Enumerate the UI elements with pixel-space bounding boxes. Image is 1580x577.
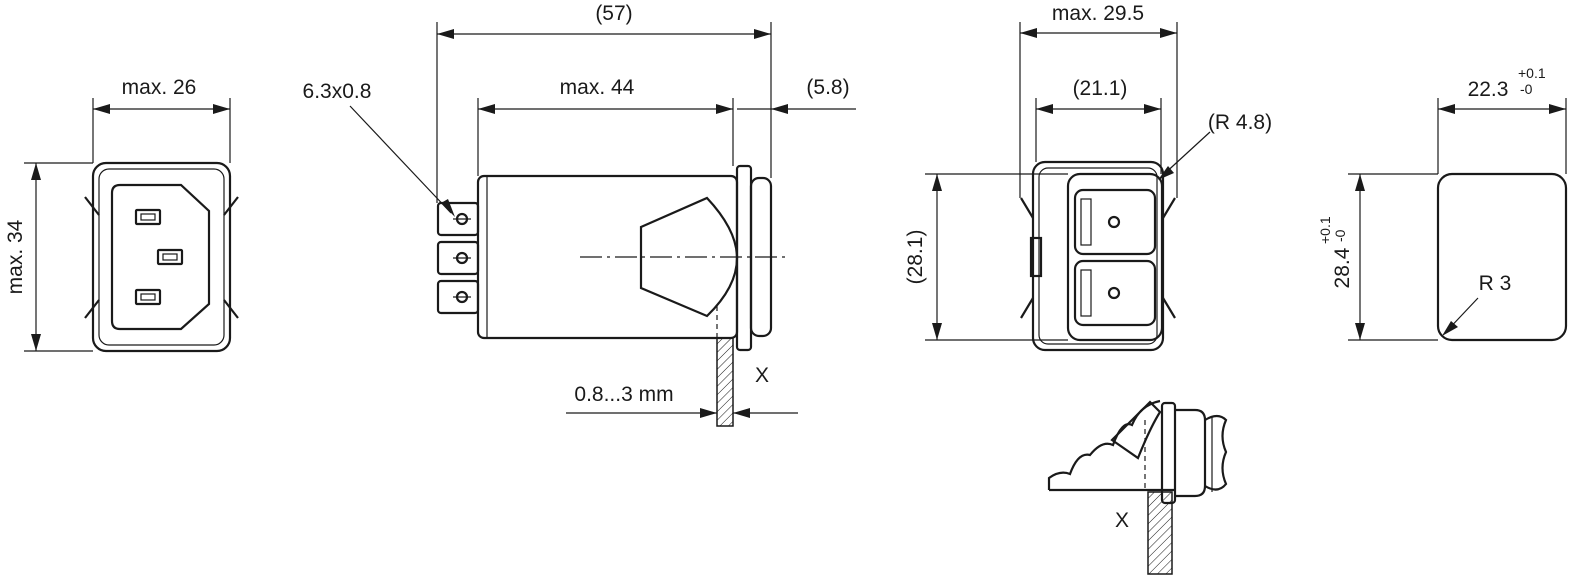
side-terminal-leader-arrow: [441, 199, 455, 217]
detail-x-view: X: [1047, 399, 1228, 575]
rear-view: max. 29.5 (21.1) (R 4.8) (28.1): [904, 2, 1272, 352]
front-height-arrow-top: [31, 163, 41, 180]
rear-inner-rim: [1038, 167, 1158, 345]
front-pin-bottom: [134, 288, 162, 306]
side-terminal-label: 6.3x0.8: [303, 80, 372, 103]
rear-side-tab: [1029, 236, 1043, 278]
front-height-label: max. 34: [4, 219, 27, 294]
cutout-width-arrow-left: [1438, 104, 1455, 114]
rear-height-label: (28.1): [904, 230, 927, 285]
side-snap-latch: [639, 196, 739, 318]
side-length-label: (57): [595, 2, 632, 25]
rear-fuse-lower-hole: [1107, 286, 1121, 300]
cutout-outline: [1436, 172, 1568, 342]
side-thickness-arrow-left: [700, 408, 717, 418]
side-thickness-label: 0.8...3 mm: [574, 383, 673, 406]
rear-width-arrow-left: [1020, 28, 1037, 38]
cutout-radius-arrow: [1442, 321, 1458, 336]
side-flange: [735, 164, 753, 352]
side-terminal-leader: [349, 105, 452, 214]
cutout-height-arrow-bottom: [1355, 323, 1365, 340]
cutout-width-tol-plus: +0.1: [1518, 65, 1546, 81]
rear-width-label: max. 29.5: [1052, 2, 1144, 25]
side-detail-ref-label: X: [755, 364, 769, 387]
side-thickness-arrow-right: [733, 408, 750, 418]
front-snap-clip-left: [84, 196, 100, 319]
cutout-width-tol-minus: -0: [1520, 81, 1533, 97]
side-body-length-label: max. 44: [560, 76, 635, 99]
rear-radius-label: (R 4.8): [1208, 111, 1272, 134]
front-width-arrow-left: [93, 104, 110, 114]
detail-collar-break: [1204, 414, 1228, 491]
rear-fuse-lower-slot: [1080, 269, 1092, 317]
cutout-height-arrow-top: [1355, 174, 1365, 191]
detail-x-label: X: [1115, 509, 1129, 532]
front-snap-clip-right: [223, 196, 239, 319]
front-width-arrow-right: [213, 104, 230, 114]
side-flange-arrow: [771, 104, 788, 114]
front-pin-top-inner: [140, 213, 156, 221]
front-height-arrow-bottom: [31, 334, 41, 351]
front-pin-top: [134, 208, 162, 226]
rear-fuse-drawer: [1066, 172, 1164, 342]
rear-inner-width-label: (21.1): [1073, 77, 1128, 100]
side-length-arrow-left: [437, 29, 454, 39]
detail-latch: [1110, 400, 1162, 460]
rear-width-arrow-right: [1160, 28, 1177, 38]
front-view: max. 26 max. 34: [4, 76, 239, 353]
rear-fuse-upper-slot: [1080, 198, 1092, 246]
detail-housing-break: [1047, 399, 1161, 490]
cutout-height-value: 28.4: [1331, 247, 1354, 288]
front-pin-bottom-inner: [140, 293, 156, 301]
detail-flange: [1160, 401, 1177, 505]
rear-inner-arrow-right: [1144, 104, 1161, 114]
cutout-height-tol-minus: -0: [1332, 229, 1348, 242]
rear-inner-arrow-left: [1036, 104, 1053, 114]
cutout-radius-label: R 3: [1479, 272, 1512, 295]
front-pin-earth: [156, 248, 184, 266]
front-pin-earth-inner: [162, 253, 178, 261]
rear-height-arrow-top: [932, 174, 942, 191]
side-body-arrow-right: [716, 104, 733, 114]
side-flange-label: (5.8): [806, 76, 849, 99]
side-panel-section: [716, 337, 734, 427]
front-width-label: max. 26: [122, 76, 197, 99]
detail-collar: [1175, 408, 1207, 498]
side-length-arrow-right: [754, 29, 771, 39]
side-body-arrow-left: [478, 104, 495, 114]
rear-height-arrow-bottom: [932, 323, 942, 340]
cutout-view: 22.3 +0.1 -0 28.4 +0.1 -0 R 3: [1317, 65, 1568, 342]
front-inner-rim: [98, 168, 225, 346]
rear-snap-clip-right: [1162, 197, 1176, 319]
rear-fuse-lower: [1073, 259, 1157, 327]
front-outer-body: [91, 161, 232, 353]
rear-radius-arrow: [1158, 166, 1174, 180]
cutout-width-arrow-right: [1549, 104, 1566, 114]
rear-fuse-upper: [1073, 188, 1157, 256]
rear-snap-clip-left: [1020, 197, 1034, 319]
rear-fuse-upper-hole: [1107, 215, 1121, 229]
detail-panel-section: [1147, 491, 1173, 575]
side-view: X (57) max. 44 (5.8) 6.3x0.8 0.8...3 mm: [303, 2, 856, 427]
cutout-height-tol-plus: +0.1: [1317, 216, 1333, 244]
front-connector-opening: [110, 183, 211, 331]
cutout-width-value: 22.3: [1468, 78, 1509, 101]
